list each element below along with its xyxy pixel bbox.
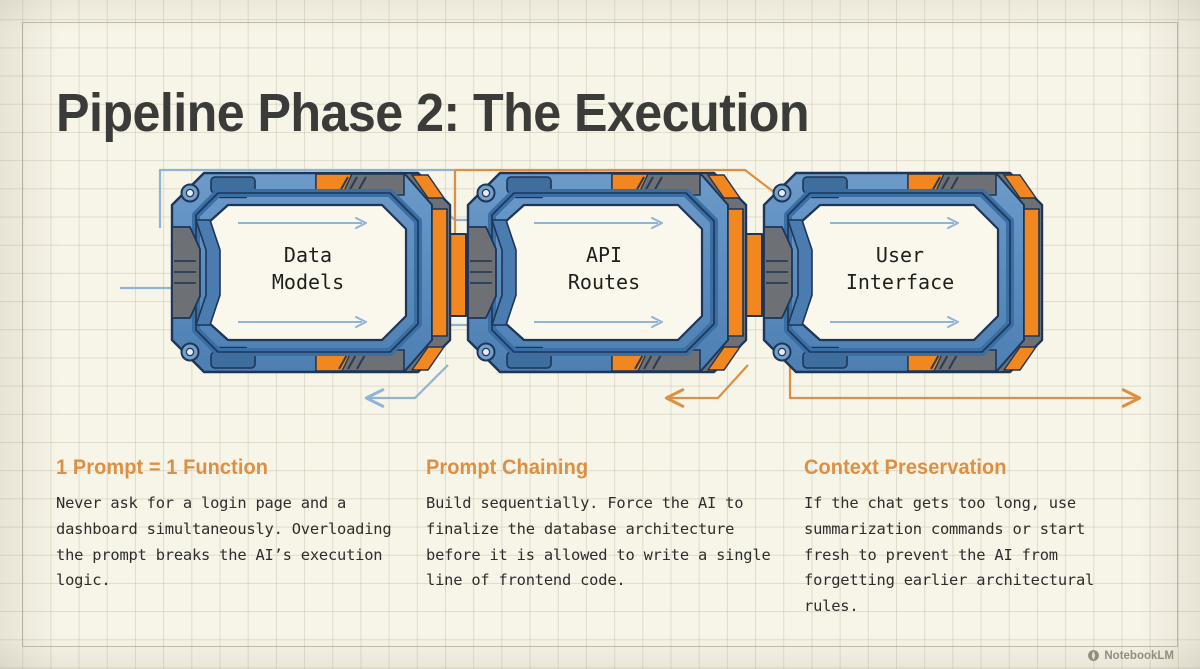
page-title: Pipeline Phase 2: The Execution <box>56 83 810 144</box>
node-label-line1: Data <box>284 243 332 267</box>
pipeline-diagram: Data Models API Routes User Interface <box>120 168 1142 408</box>
pipeline-node-data-models[interactable]: Data Models <box>172 173 450 372</box>
notebooklm-watermark-label: NotebookLM <box>1104 649 1174 662</box>
orange-top-route <box>453 168 801 270</box>
orange-output-arrow <box>788 365 1142 408</box>
pipeline-node-user-interface[interactable]: User Interface <box>764 173 1042 372</box>
tip-card-prompt-chaining: Prompt Chaining Build sequentially. Forc… <box>426 456 804 620</box>
node-label-line1: API <box>586 243 622 267</box>
tip-card-one-prompt-one-function: 1 Prompt = 1 Function Never ask for a lo… <box>56 456 426 620</box>
notebooklm-logo-icon <box>1087 649 1100 662</box>
card-body: Never ask for a login page and a dashboa… <box>56 494 392 590</box>
orange-feedback-arrow <box>664 364 749 408</box>
card-title: Prompt Chaining <box>426 456 589 479</box>
node-label-line2: Routes <box>568 270 640 294</box>
notebooklm-watermark: NotebookLM <box>1087 649 1174 662</box>
node-label-line2: Models <box>272 270 344 294</box>
tips-card-row: 1 Prompt = 1 Function Never ask for a lo… <box>56 456 1146 620</box>
card-body: Build sequentially. Force the AI to fina… <box>426 494 771 590</box>
card-body: If the chat gets too long, use summariza… <box>804 494 1095 616</box>
card-title: 1 Prompt = 1 Function <box>56 456 269 479</box>
node-label-line1: User <box>876 243 924 267</box>
card-title: Context Preservation <box>804 456 1007 479</box>
node-label-line2: Interface <box>846 270 954 294</box>
blue-feedback-arrow <box>364 364 449 408</box>
tip-card-context-preservation: Context Preservation If the chat gets to… <box>804 456 1146 620</box>
pipeline-node-api-routes[interactable]: API Routes <box>468 173 746 372</box>
